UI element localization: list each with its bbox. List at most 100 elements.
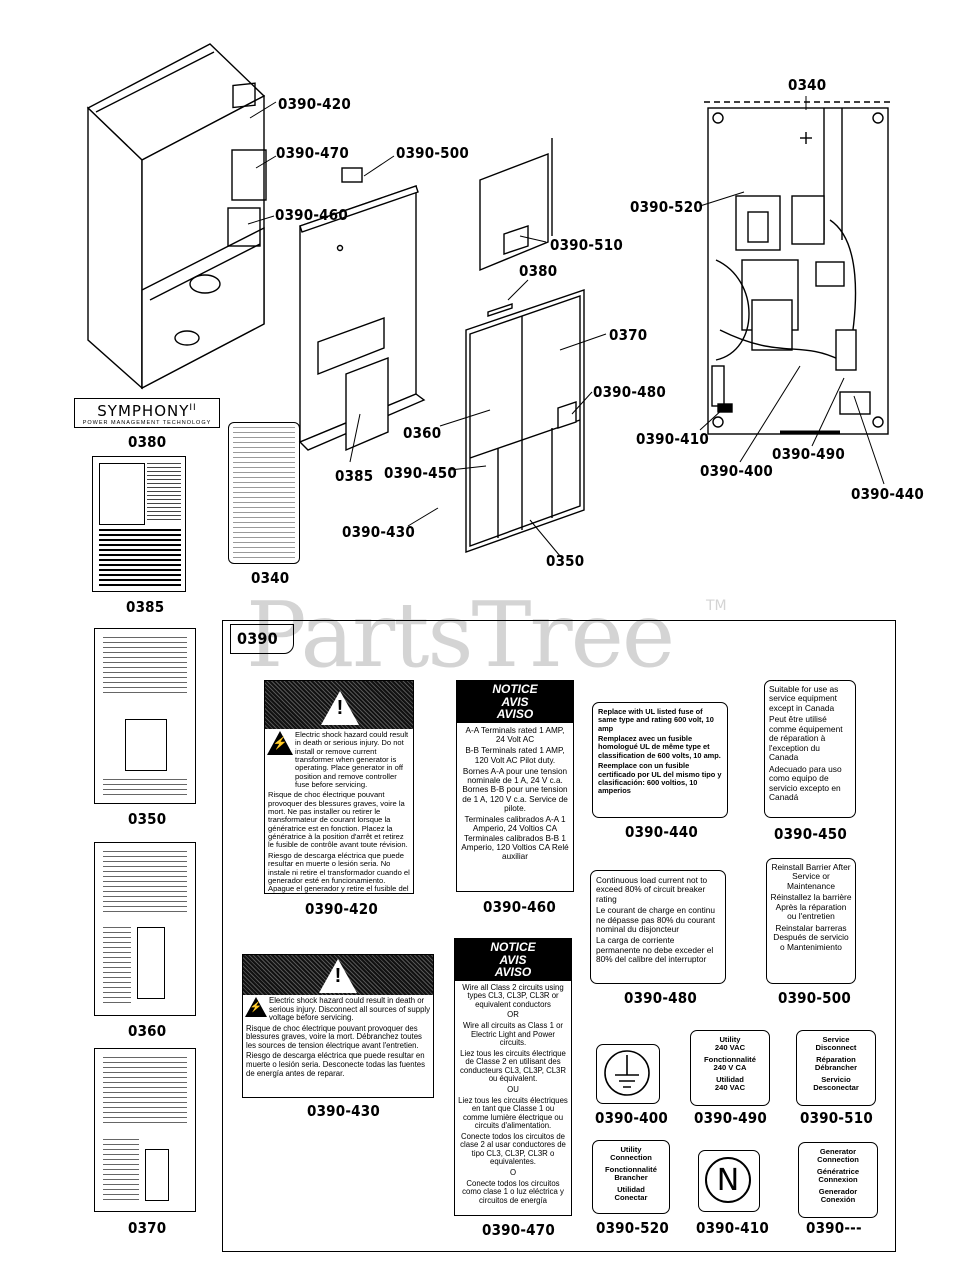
decal-text-fr: Bornes A-A pour une tension nominale de … <box>462 766 568 813</box>
decal-text-fr: Le courant de charge en continu ne dépas… <box>596 905 716 934</box>
section-0390-tab: 0390 <box>230 624 294 654</box>
decal-0350-sample <box>94 628 196 804</box>
decal-0370-sample <box>94 1048 196 1212</box>
decal-text-es: Reemplace con un fusible certificado por… <box>598 761 722 796</box>
warning-exclamation-icon: ! <box>336 697 344 719</box>
decal-text-es: Adecuado para uso como equipo de servici… <box>769 763 842 803</box>
decal-0390-480: Continuous load current not to exceed 80… <box>590 870 726 984</box>
callout-0370: 0370 <box>128 1219 167 1237</box>
callout-0390-440: 0390-440 <box>851 485 924 503</box>
transfer-switch-panel-drawing <box>704 101 892 435</box>
callout-0380: 0380 <box>128 433 167 451</box>
decal-0390-400 <box>596 1044 660 1104</box>
callout-0350: 0350 <box>128 810 167 828</box>
label-0390-510: 0390-510 <box>800 1109 873 1127</box>
callout-0385: 0385 <box>335 467 374 485</box>
decal-text-en: Electric shock hazard could result in de… <box>269 996 431 1023</box>
callout-0340: 0340 <box>251 569 290 587</box>
label-0390-400: 0390-400 <box>595 1109 668 1127</box>
label-0390-430: 0390-430 <box>307 1102 380 1120</box>
callout-0350: 0350 <box>546 552 585 570</box>
label-0390-460: 0390-460 <box>483 898 556 916</box>
callout-0390-460: 0390-460 <box>275 206 348 224</box>
callout-0390-510: 0390-510 <box>550 236 623 254</box>
exploded-view-drawing <box>86 43 892 557</box>
label-0390-500: 0390-500 <box>778 989 851 1007</box>
decal-text-en: Suitable for use as service equipment ex… <box>769 684 839 713</box>
label-0390-490: 0390-490 <box>694 1109 767 1127</box>
neutral-symbol-icon: N <box>705 1157 751 1203</box>
barrier-panel-drawing <box>479 138 553 272</box>
decal-text-fr: Risque de choc électrique pouvant provoq… <box>268 790 408 850</box>
decal-0390-450: Suitable for use as service equipment ex… <box>764 680 856 818</box>
watermark-trademark: TM <box>706 598 727 614</box>
decal-text-en: Continuous load current not to exceed 80… <box>596 875 708 904</box>
logo-tagline: POWER MANAGEMENT TECHNOLOGY <box>82 420 212 426</box>
shock-hazard-icon: ⚡ <box>245 997 267 1019</box>
decal-text-en-aa: A-A Terminals rated 1 AMP, 24 Volt AC <box>465 725 565 745</box>
decal-0390-500: Reinstall Barrier After Service or Maint… <box>766 858 856 984</box>
label-0390-520: 0390-520 <box>596 1219 669 1237</box>
callout-0390-410: 0390-410 <box>636 430 709 448</box>
label-0390-generator: 0390--- <box>806 1219 862 1237</box>
callout-0390-400: 0390-400 <box>700 462 773 480</box>
callout-0390-450: 0390-450 <box>384 464 457 482</box>
decal-text-en-bb: B-B Terminals rated 1 AMP, 120 Volt AC P… <box>465 746 565 765</box>
logo-suffix: II <box>189 403 197 413</box>
decal-text-es: Riesgo de descarga eléctrica que puede r… <box>246 1051 425 1078</box>
warning-banner: ! <box>265 681 413 729</box>
decal-text-es: Riesgo de descarga eléctrica que puede r… <box>268 850 410 894</box>
label-0390-440: 0390-440 <box>625 823 698 841</box>
callout-0360: 0360 <box>128 1022 167 1040</box>
partstree-watermark: PartsTree <box>246 583 675 688</box>
label-0390-470: 0390-470 <box>482 1221 555 1239</box>
callout-0390-490: 0390-490 <box>772 445 845 463</box>
callout-0380: 0380 <box>519 262 558 280</box>
callout-0390-520: 0390-520 <box>630 198 703 216</box>
callout-0390-480: 0390-480 <box>593 383 666 401</box>
section-label: 0390 <box>237 629 278 648</box>
label-0390-420: 0390-420 <box>305 900 378 918</box>
decal-text-es: La carga de corriente permanente no debe… <box>596 935 714 964</box>
decal-text-fr: Réinstallez la barrière Après la réparat… <box>770 892 852 922</box>
decal-0390-410: N <box>698 1150 760 1212</box>
decal-0340-sample <box>228 422 300 564</box>
label-0390-410: 0390-410 <box>696 1219 769 1237</box>
warning-exclamation-icon: ! <box>334 965 342 987</box>
callout-0390-500: 0390-500 <box>396 144 469 162</box>
decal-0390-430: ! ⚡ Electric shock hazard could result i… <box>242 954 434 1098</box>
callout-0360: 0360 <box>403 424 442 442</box>
ground-symbol-icon <box>604 1050 650 1096</box>
callout-0390-470: 0390-470 <box>276 144 349 162</box>
decal-kit-0390-box <box>222 620 896 1252</box>
decal-text-fr: Risque de choc électrique pouvant provoq… <box>246 1023 422 1050</box>
decal-text-es: Terminales calibrados A-A 1 Amperio, 24 … <box>461 815 569 862</box>
callout-0390-420: 0390-420 <box>278 95 351 113</box>
decal-text-es: Reinstalar barreras Después de servicio … <box>773 922 849 952</box>
label-0390-480: 0390-480 <box>624 989 697 1007</box>
outer-door-drawing <box>465 289 585 553</box>
decal-text-fr: Peut être utilisé comme équipement de ré… <box>769 714 843 763</box>
decal-text-en: Replace with UL listed fuse of same type… <box>598 707 714 733</box>
decal-0360-sample <box>94 842 196 1016</box>
warning-banner: ! <box>243 955 433 995</box>
dead-front-cover-drawing <box>298 167 426 452</box>
shock-hazard-icon: ⚡ <box>267 731 293 757</box>
label-0390-450: 0390-450 <box>774 825 847 843</box>
decal-0385-sample <box>92 456 186 592</box>
callout-0340: 0340 <box>788 76 827 94</box>
callout-0370: 0370 <box>609 326 648 344</box>
decal-text-en: Reinstall Barrier After Service or Maint… <box>771 862 851 891</box>
decal-text-fr: Remplacez avec un fusible homologué UL d… <box>598 734 721 760</box>
callout-0385: 0385 <box>126 598 165 616</box>
leader-lines <box>247 96 885 557</box>
decal-0390-440: Replace with UL listed fuse of same type… <box>592 702 728 818</box>
